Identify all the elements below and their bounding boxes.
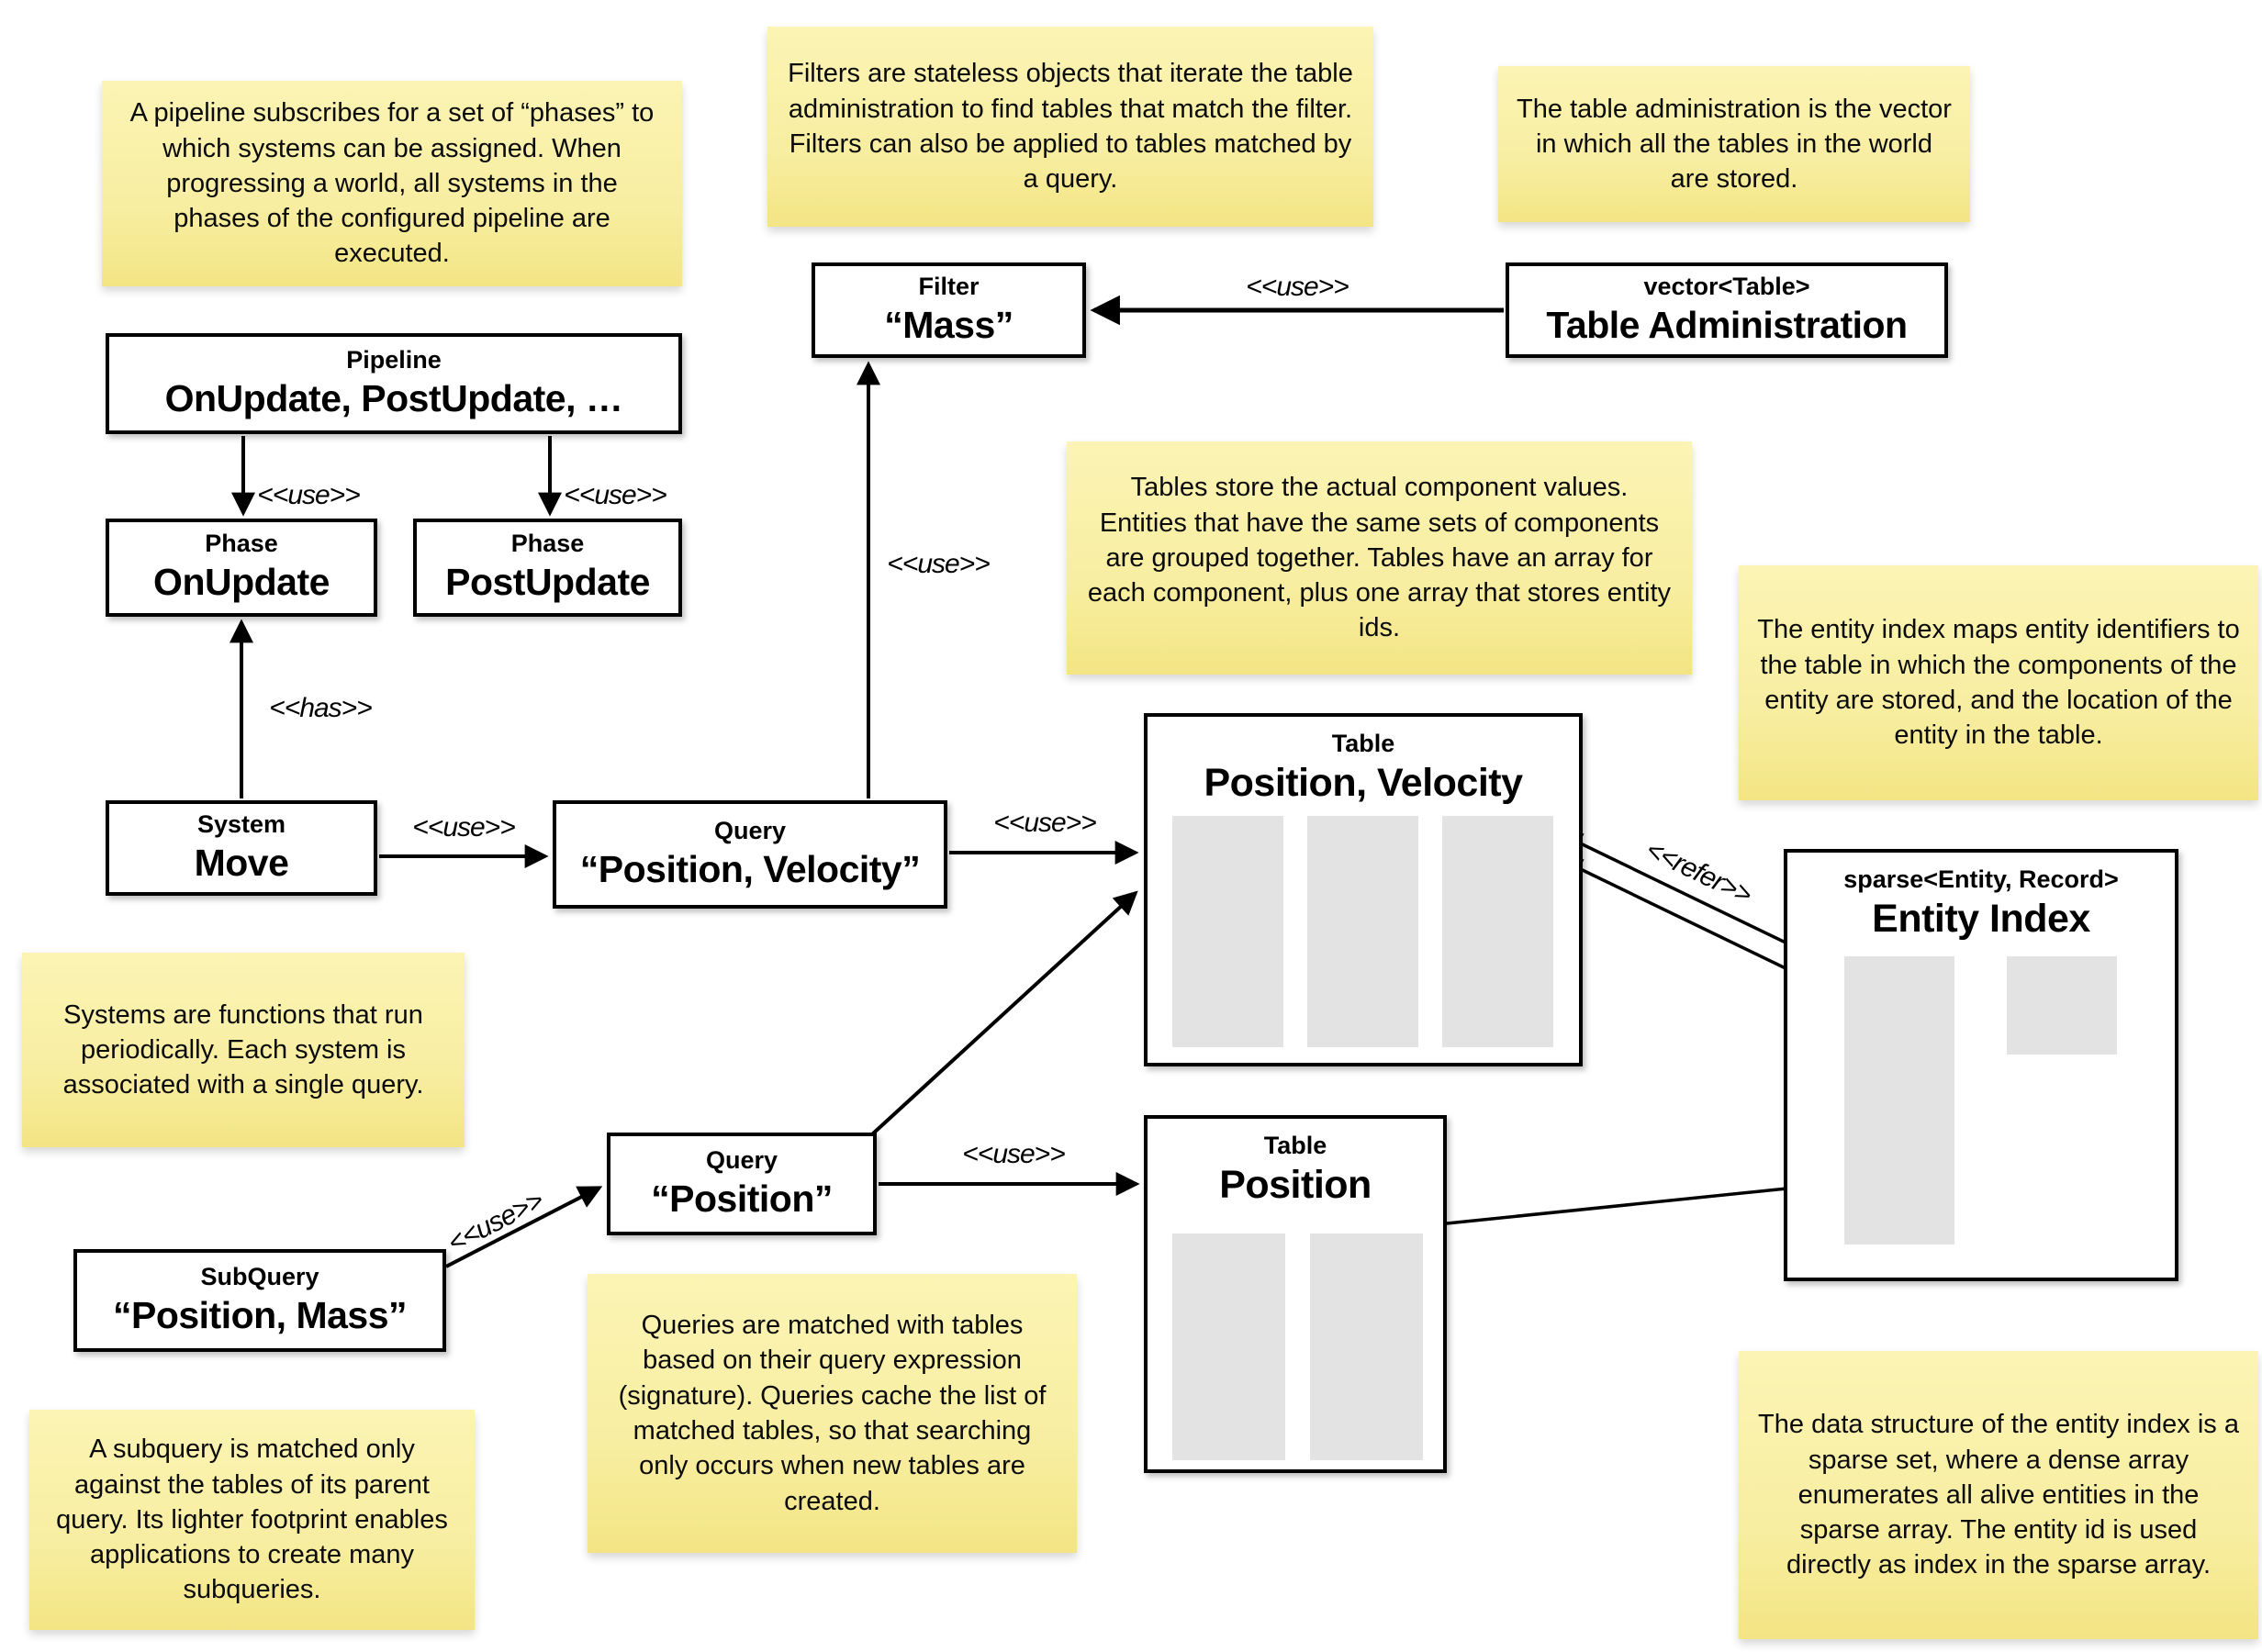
box-pipeline-name: OnUpdate, PostUpdate, … — [164, 376, 623, 419]
box-query-position-velocity: Query “Position, Velocity” — [553, 800, 947, 909]
box-system-move: System Move — [106, 800, 377, 896]
note-filters: Filters are stateless objects that itera… — [767, 27, 1373, 227]
note-tables: Tables store the actual component values… — [1067, 441, 1692, 675]
dense-array-bar — [2007, 956, 2117, 1055]
box-phase-postupdate-name: PostUpdate — [445, 561, 650, 604]
box-query-pv-title: Query — [713, 816, 787, 844]
box-table-pv-name: Position, Velocity — [1204, 761, 1523, 806]
box-system-move-title: System — [196, 809, 286, 838]
note-pipeline: A pipeline subscribes for a set of “phas… — [102, 81, 682, 286]
note-subquery: A subquery is matched only against the t… — [29, 1410, 475, 1630]
box-filter-mass-name: “Mass” — [884, 303, 1013, 346]
component-array-bar — [1307, 816, 1418, 1047]
note-queries: Queries are matched with tables based on… — [588, 1274, 1077, 1553]
box-pipeline: Pipeline OnUpdate, PostUpdate, … — [106, 333, 682, 434]
box-phase-postupdate-title: Phase — [510, 530, 585, 558]
box-phase-postupdate: Phase PostUpdate — [413, 519, 682, 617]
use-label: <<use>> — [962, 1139, 1065, 1169]
box-table-pv-title: Table — [1331, 730, 1395, 757]
note-entity-index: The entity index maps entity identifiers… — [1739, 565, 2258, 800]
box-subquery-position-mass: SubQuery “Position, Mass” — [73, 1249, 446, 1352]
box-query-pos-name: “Position” — [651, 1177, 833, 1220]
box-phase-onupdate-name: OnUpdate — [153, 561, 330, 604]
box-table-pos-title: Table — [1263, 1132, 1327, 1159]
component-array-bar — [1310, 1233, 1423, 1460]
use-label: <<use>> — [887, 549, 990, 579]
use-label: <<use>> — [1246, 272, 1349, 302]
component-array-bar — [1172, 1233, 1285, 1460]
edge-subquery-use-querypos — [445, 1186, 603, 1268]
component-array-bar — [1442, 816, 1553, 1047]
box-table-position: Table Position — [1144, 1115, 1447, 1473]
box-query-pos-title: Query — [705, 1145, 778, 1174]
box-pipeline-title: Pipeline — [346, 345, 442, 374]
box-entity-index-title: sparse<Entity, Record> — [1843, 865, 2119, 893]
component-array-bar — [1172, 816, 1283, 1047]
box-table-position-velocity: Table Position, Velocity — [1144, 713, 1583, 1066]
sparse-array-bar — [1844, 956, 1954, 1245]
box-table-admin-title: vector<Table> — [1643, 272, 1810, 300]
use-label: <<use>> — [257, 480, 360, 510]
box-system-move-name: Move — [194, 841, 289, 884]
box-filter-mass: Filter “Mass” — [812, 262, 1086, 358]
box-phase-onupdate: Phase OnUpdate — [106, 519, 377, 617]
box-entity-index: sparse<Entity, Record> Entity Index — [1784, 849, 2178, 1281]
note-table-administration: The table administration is the vector i… — [1498, 66, 1970, 222]
box-table-administration: vector<Table> Table Administration — [1506, 262, 1948, 358]
box-subquery-name: “Position, Mass” — [112, 1293, 408, 1336]
use-label: <<use>> — [564, 480, 666, 510]
edge-entityindex-refer-tablepos — [1407, 1181, 1842, 1236]
box-table-admin-name: Table Administration — [1546, 303, 1908, 346]
box-subquery-title: SubQuery — [200, 1262, 319, 1290]
box-entity-index-name: Entity Index — [1872, 897, 2090, 942]
use-label: <<use>> — [993, 808, 1096, 838]
has-label: <<has>> — [269, 693, 372, 723]
note-sparse-set: The data structure of the entity index i… — [1739, 1351, 2258, 1639]
box-query-pv-name: “Position, Velocity” — [579, 847, 921, 890]
note-systems: Systems are functions that run periodica… — [22, 953, 465, 1147]
edge-querypos-tablepv — [870, 890, 1138, 1136]
use-label: <<use>> — [412, 812, 515, 843]
box-filter-mass-title: Filter — [918, 272, 980, 300]
box-query-position: Query “Position” — [607, 1133, 877, 1235]
box-phase-onupdate-title: Phase — [205, 530, 278, 558]
box-table-pos-name: Position — [1219, 1163, 1372, 1208]
